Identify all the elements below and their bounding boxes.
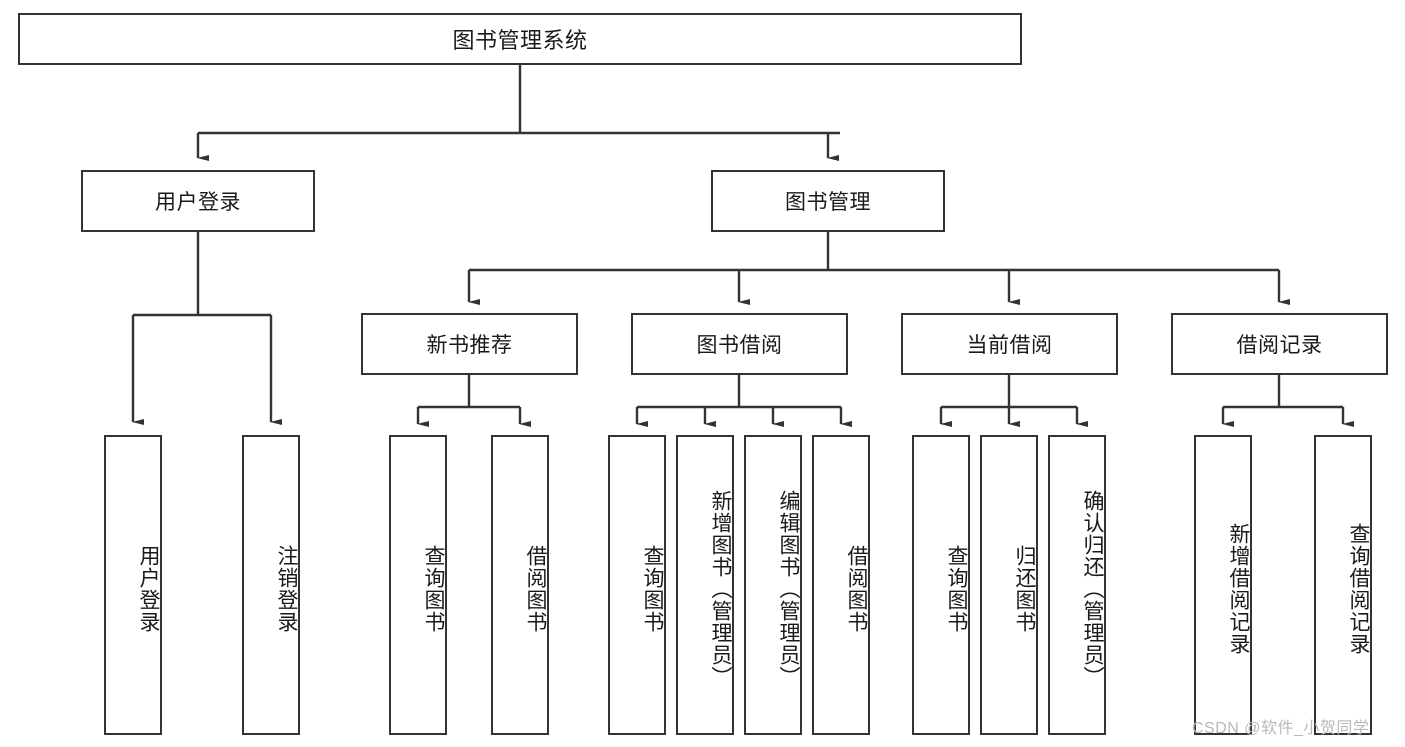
leaf-user-login-signout[interactable]: 注销登录 — [242, 435, 300, 735]
leaf-borrow-query-book[interactable]: 查询图书 — [608, 435, 666, 735]
leaf-borrow-edit-book-admin[interactable]: 编辑图书（管理员） — [744, 435, 802, 735]
leaf-borrow-add-book-admin[interactable]: 新增图书（管理员） — [676, 435, 734, 735]
node-book-borrow[interactable]: 图书借阅 — [631, 313, 848, 375]
leaf-borrow-borrow-book[interactable]: 借阅图书 — [812, 435, 870, 735]
watermark-text: CSDN @软件_小贺同学 — [1192, 720, 1370, 737]
leaf-recommend-borrow-book[interactable]: 借阅图书 — [491, 435, 549, 735]
leaf-record-add-borrow-record[interactable]: 新增借阅记录 — [1194, 435, 1252, 735]
leaf-user-login-signin[interactable]: 用户登录 — [104, 435, 162, 735]
node-current-borrow[interactable]: 当前借阅 — [901, 313, 1118, 375]
node-borrow-record[interactable]: 借阅记录 — [1171, 313, 1388, 375]
node-root-system[interactable]: 图书管理系统 — [18, 13, 1022, 65]
leaf-current-confirm-return-admin[interactable]: 确认归还（管理员） — [1048, 435, 1106, 735]
leaf-current-query-book[interactable]: 查询图书 — [912, 435, 970, 735]
leaf-record-query-borrow-record[interactable]: 查询借阅记录 — [1314, 435, 1372, 735]
leaf-recommend-query-book[interactable]: 查询图书 — [389, 435, 447, 735]
node-new-book-recommend[interactable]: 新书推荐 — [361, 313, 578, 375]
node-book-management[interactable]: 图书管理 — [711, 170, 945, 232]
node-user-login[interactable]: 用户登录 — [81, 170, 315, 232]
leaf-current-return-book[interactable]: 归还图书 — [980, 435, 1038, 735]
